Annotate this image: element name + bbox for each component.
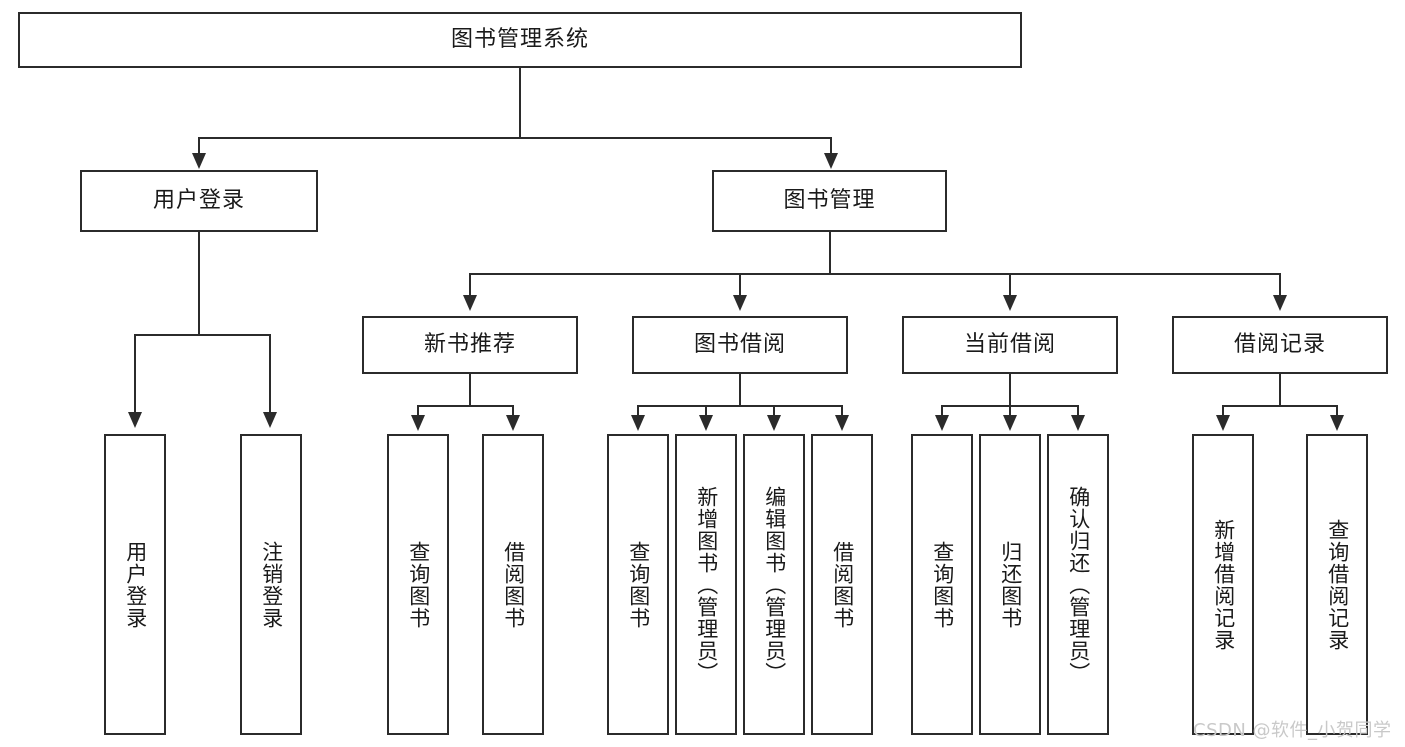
- node-label: 借阅记录: [1233, 331, 1326, 357]
- leaf-label: 查询借阅记录: [1325, 518, 1350, 651]
- edge-user-login-trunk: [198, 232, 200, 335]
- node-label: 图书管理系统: [450, 26, 589, 52]
- edge-user-login-to-leaf-2: [269, 334, 271, 416]
- edge-br-trunk: [1279, 374, 1281, 406]
- node-label: 当前借阅: [963, 331, 1056, 357]
- edge-bb-trunk: [739, 374, 741, 406]
- node-new-book-recommend[interactable]: 新书推荐: [362, 316, 578, 374]
- arrow-root-to-user-login: [192, 153, 206, 169]
- arrow-bb-to-leaf-4: [835, 415, 849, 431]
- node-user-login[interactable]: 用户登录: [80, 170, 318, 232]
- edge-root-trunk: [519, 68, 521, 138]
- edge-bm-to-book-borrow: [739, 273, 741, 299]
- leaf-cb-query-book[interactable]: 查询图书: [911, 434, 973, 735]
- leaf-br-query-record[interactable]: 查询借阅记录: [1306, 434, 1368, 735]
- node-label: 新书推荐: [423, 331, 516, 357]
- leaf-label: 查询图书: [930, 540, 955, 629]
- edge-book-management-trunk: [829, 232, 831, 274]
- edge-cb-to-leaf-3: [1077, 405, 1079, 419]
- node-label: 用户登录: [152, 187, 245, 213]
- node-current-borrow[interactable]: 当前借阅: [902, 316, 1118, 374]
- leaf-label: 归还图书: [998, 540, 1023, 629]
- arrow-cb-to-leaf-2: [1003, 415, 1017, 431]
- edge-cb-to-leaf-1: [941, 405, 943, 419]
- leaf-label: 编辑图书（管理员）: [762, 485, 787, 684]
- arrow-bm-to-book-borrow: [733, 295, 747, 311]
- node-borrow-record[interactable]: 借阅记录: [1172, 316, 1388, 374]
- arrow-bb-to-leaf-2: [699, 415, 713, 431]
- leaf-label: 新增图书（管理员）: [694, 485, 719, 684]
- leaf-label: 查询图书: [626, 540, 651, 629]
- node-book-management[interactable]: 图书管理: [712, 170, 947, 232]
- leaf-nbr-borrow-book[interactable]: 借阅图书: [482, 434, 544, 735]
- edge-bm-to-current-borrow: [1009, 273, 1011, 299]
- leaf-bb-add-book-admin[interactable]: 新增图书（管理员）: [675, 434, 737, 735]
- leaf-user-login-logout[interactable]: 注销登录: [240, 434, 302, 735]
- leaf-label: 借阅图书: [830, 540, 855, 629]
- edge-nbr-bus: [417, 405, 513, 407]
- edge-cb-to-leaf-2: [1009, 405, 1011, 419]
- edge-root-to-user-login: [198, 137, 200, 157]
- leaf-cb-confirm-return-admin[interactable]: 确认归还（管理员）: [1047, 434, 1109, 735]
- leaf-bb-edit-book-admin[interactable]: 编辑图书（管理员）: [743, 434, 805, 735]
- arrow-bm-to-borrow-record: [1273, 295, 1287, 311]
- edge-bb-to-leaf-3: [773, 405, 775, 419]
- edge-bb-bus: [637, 405, 842, 407]
- node-label: 图书管理: [783, 187, 876, 213]
- arrow-bb-to-leaf-3: [767, 415, 781, 431]
- leaf-user-login-login[interactable]: 用户登录: [104, 434, 166, 735]
- arrow-cb-to-leaf-3: [1071, 415, 1085, 431]
- edge-cb-trunk: [1009, 374, 1011, 406]
- edge-nbr-trunk: [469, 374, 471, 406]
- leaf-label: 用户登录: [123, 540, 148, 629]
- leaf-cb-return-book[interactable]: 归还图书: [979, 434, 1041, 735]
- leaf-nbr-query-book[interactable]: 查询图书: [387, 434, 449, 735]
- leaf-label: 查询图书: [406, 540, 431, 629]
- edge-bb-to-leaf-1: [637, 405, 639, 419]
- edge-bb-to-leaf-4: [841, 405, 843, 419]
- node-label: 图书借阅: [693, 331, 786, 357]
- arrow-user-login-to-leaf-2: [263, 412, 277, 428]
- node-book-management-system[interactable]: 图书管理系统: [18, 12, 1022, 68]
- arrow-nbr-to-leaf-2: [506, 415, 520, 431]
- edge-user-login-to-leaf-1: [134, 334, 136, 416]
- leaf-label: 借阅图书: [501, 540, 526, 629]
- arrow-br-to-leaf-1: [1216, 415, 1230, 431]
- arrow-cb-to-leaf-1: [935, 415, 949, 431]
- arrow-bm-to-current-borrow: [1003, 295, 1017, 311]
- edge-root-bus: [198, 137, 832, 139]
- edge-nbr-to-leaf-2: [512, 405, 514, 419]
- leaf-br-add-record[interactable]: 新增借阅记录: [1192, 434, 1254, 735]
- edge-book-management-bus: [469, 273, 1281, 275]
- edge-nbr-to-leaf-1: [417, 405, 419, 419]
- edge-root-to-book-management: [830, 137, 832, 157]
- edge-bm-to-new-book: [469, 273, 471, 299]
- arrow-nbr-to-leaf-1: [411, 415, 425, 431]
- leaf-bb-borrow-book[interactable]: 借阅图书: [811, 434, 873, 735]
- edge-br-bus: [1222, 405, 1337, 407]
- edge-br-to-leaf-2: [1336, 405, 1338, 419]
- arrow-root-to-book-management: [824, 153, 838, 169]
- arrow-br-to-leaf-2: [1330, 415, 1344, 431]
- edge-bb-to-leaf-2: [705, 405, 707, 419]
- arrow-bb-to-leaf-1: [631, 415, 645, 431]
- edge-br-to-leaf-1: [1222, 405, 1224, 419]
- arrow-bm-to-new-book: [463, 295, 477, 311]
- edge-user-login-bus: [134, 334, 270, 336]
- arrow-user-login-to-leaf-1: [128, 412, 142, 428]
- leaf-bb-query-book[interactable]: 查询图书: [607, 434, 669, 735]
- leaf-label: 注销登录: [259, 540, 284, 629]
- node-book-borrow[interactable]: 图书借阅: [632, 316, 848, 374]
- leaf-label: 确认归还（管理员）: [1066, 485, 1091, 684]
- edge-bm-to-borrow-record: [1279, 273, 1281, 299]
- leaf-label: 新增借阅记录: [1211, 518, 1236, 651]
